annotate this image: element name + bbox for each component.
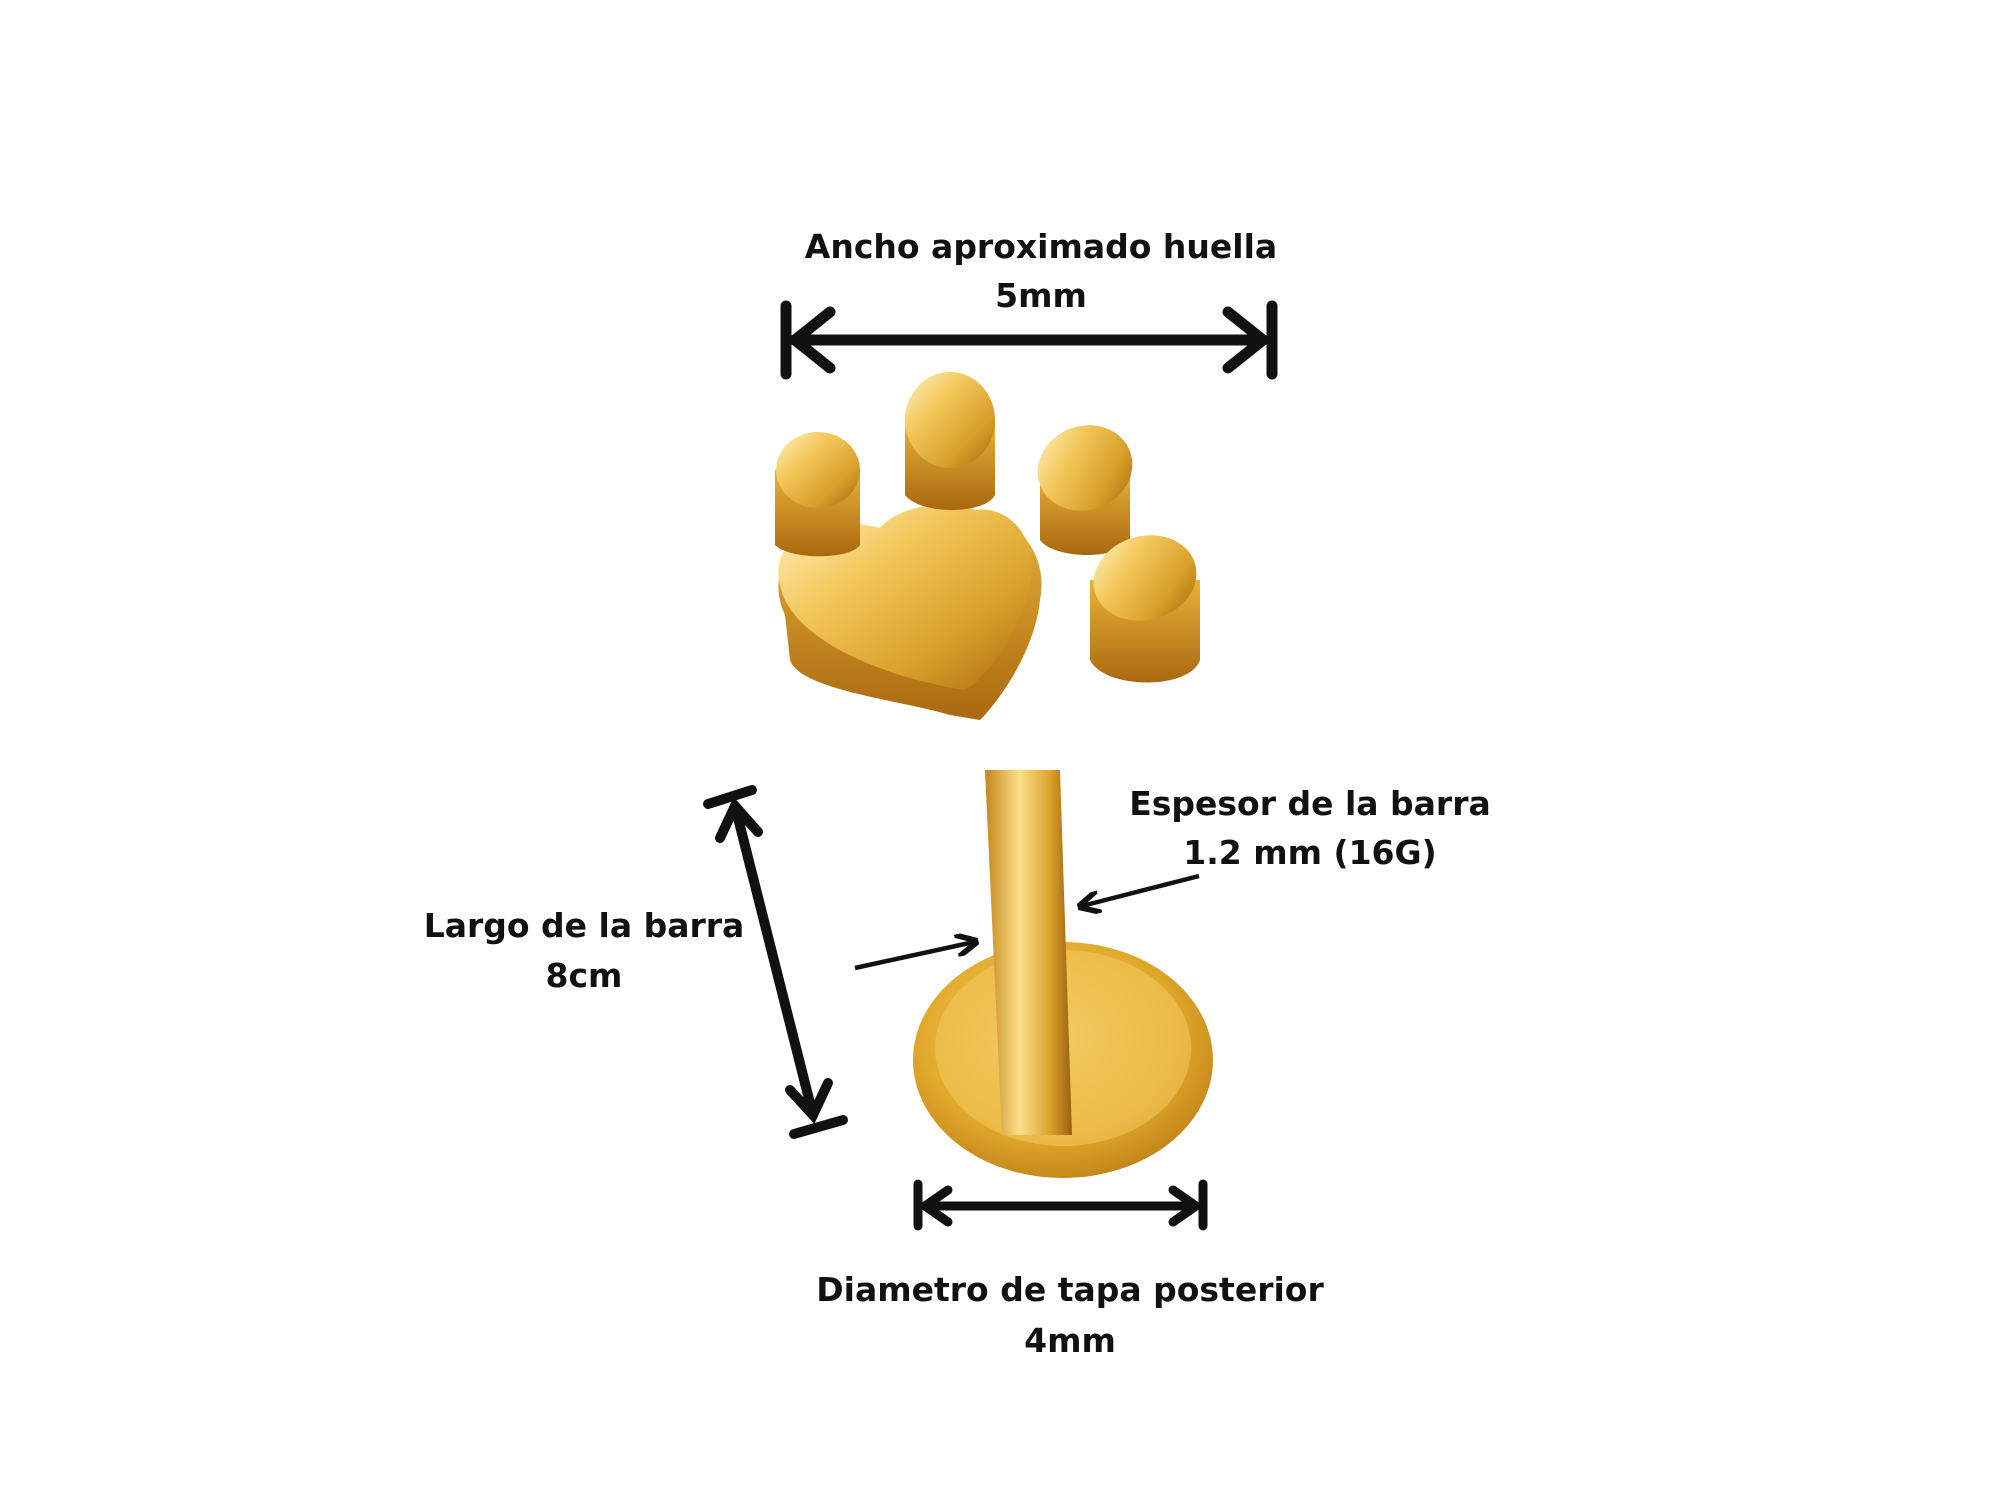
paw-toes: [775, 372, 1200, 683]
bar-thickness-label: Espesor de la barra: [1129, 784, 1491, 823]
disc-diameter-value: 4mm: [1024, 1321, 1116, 1360]
paw-labret-product-image: [775, 372, 1213, 1178]
bar-post: [985, 770, 1072, 1135]
disc-diameter-label: Diametro de tapa posterior: [816, 1270, 1324, 1309]
bar-thickness-pointers: [854, 873, 1200, 971]
paw-width-label: Ancho aproximado huella: [805, 227, 1277, 266]
paw-width-value: 5mm: [995, 276, 1087, 315]
bar-length-value: 8cm: [546, 956, 623, 995]
disc-diameter-dimension-arrow: [913, 1179, 1208, 1231]
bar-length-dimension-arrow: [703, 785, 848, 1139]
bar-thickness-value: 1.2 mm (16G): [1183, 833, 1436, 872]
bar-length-label: Largo de la barra: [424, 906, 745, 945]
paw-width-dimension-arrow: [780, 300, 1278, 380]
